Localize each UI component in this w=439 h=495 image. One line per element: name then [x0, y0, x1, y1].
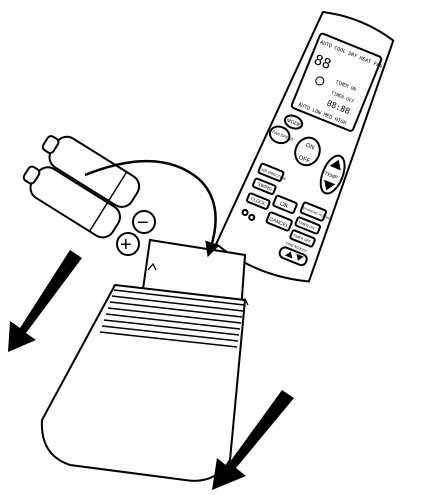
plus-sign: +	[120, 234, 132, 256]
sensor-dot-1	[242, 209, 249, 216]
battery-pair-icon: − +	[17, 127, 155, 256]
battery-cover[interactable]	[42, 285, 245, 481]
minus-sign: −	[137, 212, 149, 234]
remote-control: AUTO COOL DRY HEAT FAN 88 TIMER ON TIMER…	[42, 3, 406, 481]
sensor-dot-2	[248, 214, 255, 221]
